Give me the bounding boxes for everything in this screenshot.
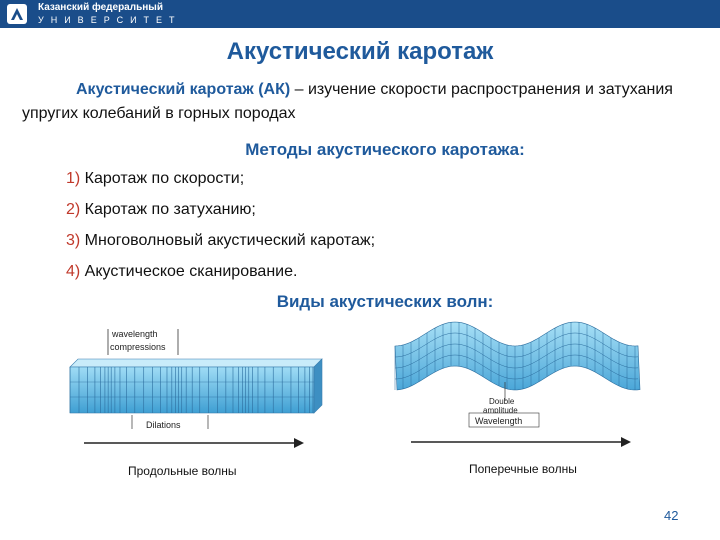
transverse-wave-figure: Double amplitude Wavelength (394, 321, 641, 447)
transverse-caption: Поперечные волны (469, 462, 577, 476)
double-amplitude-label-1: Double (489, 397, 515, 406)
arrow-right-icon (294, 438, 304, 448)
method-number: 4) (66, 263, 81, 280)
method-number: 3) (66, 232, 81, 249)
method-item: 1) Каротаж по скорости; (66, 170, 375, 201)
method-text: Акустическое сканирование. (80, 263, 298, 280)
header-bar: Казанский федеральный УНИВЕРСИТЕТ (0, 0, 720, 28)
university-logo-icon (7, 4, 27, 24)
page-number: 42 (664, 508, 679, 523)
arrow-right-icon (621, 437, 631, 447)
method-item: 4) Акустическое сканирование. (66, 263, 375, 294)
method-text: Каротаж по скорости; (80, 170, 245, 187)
method-text: Многоволновый акустический каротаж; (80, 232, 376, 249)
longitudinal-caption: Продольные волны (128, 464, 237, 478)
university-name: Казанский федеральный (38, 2, 163, 13)
wavelength-box-label: Wavelength (475, 416, 522, 426)
method-number: 2) (66, 201, 81, 218)
definition-term: Акустический каротаж (АК) (76, 81, 291, 98)
longitudinal-wave-figure: wavelength compressions Dilations (69, 329, 323, 448)
method-item: 2) Каротаж по затуханию; (66, 201, 375, 232)
method-item: 3) Многоволновый акустический каротаж; (66, 232, 375, 263)
methods-heading: Методы акустического каротажа: (245, 140, 525, 159)
compressions-label: compressions (110, 342, 166, 352)
definition-text: – изучение скорости распространения и за… (22, 81, 673, 122)
method-number: 1) (66, 170, 81, 187)
university-subtitle: УНИВЕРСИТЕТ (38, 15, 182, 25)
definition-paragraph: Акустический каротаж (АК) – изучение ско… (22, 78, 702, 126)
wavelength-label: wavelength (111, 329, 158, 339)
method-text: Каротаж по затуханию; (80, 201, 256, 218)
slide-title: Акустический каротаж (226, 38, 494, 65)
methods-list: 1) Каротаж по скорости; 2) Каротаж по за… (66, 170, 375, 294)
double-amplitude-label-2: amplitude (483, 406, 518, 415)
waves-heading: Виды акустических волн: (276, 292, 494, 311)
dilations-label: Dilations (146, 420, 181, 430)
